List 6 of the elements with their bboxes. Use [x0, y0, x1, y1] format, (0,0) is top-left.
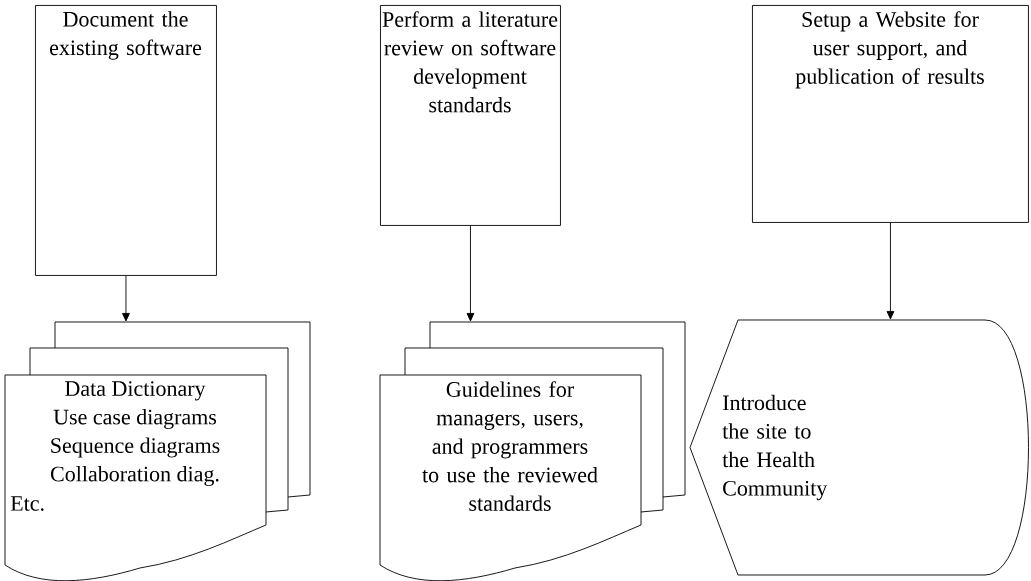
process-box: Perform a literature review on software development standards	[380, 5, 561, 226]
process-box: Document the existing software	[35, 5, 217, 276]
arrow	[886, 222, 895, 320]
process-box: Setup a Website for user support, and publication of results	[752, 5, 1029, 223]
arrow	[122, 275, 130, 322]
arrow	[466, 225, 475, 322]
